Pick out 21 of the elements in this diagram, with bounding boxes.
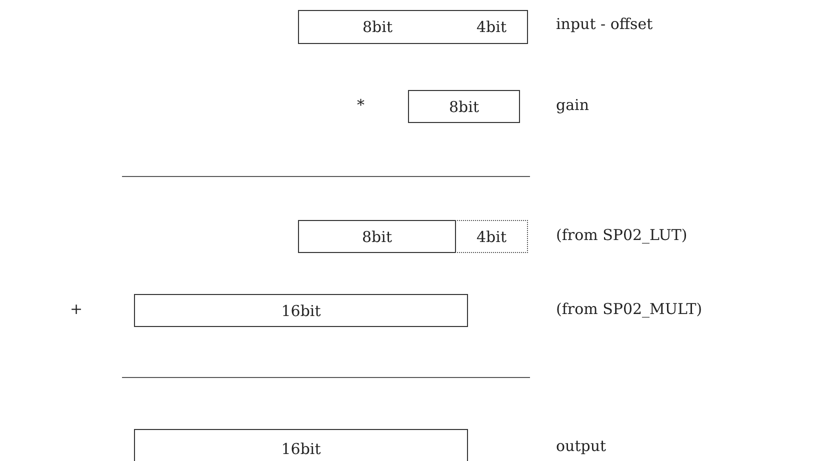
bit-field xyxy=(298,10,457,44)
bit-width-text: 4bit xyxy=(476,18,506,36)
row-note: output xyxy=(556,437,606,455)
bit-width-text: 8bit xyxy=(449,98,479,116)
bit-width-text: 8bit xyxy=(362,18,392,36)
bit-width-text: 4bit xyxy=(476,228,506,246)
bit-field xyxy=(134,294,468,327)
bit-field xyxy=(298,220,456,253)
bit-field xyxy=(456,10,528,44)
row-note: gain xyxy=(556,96,590,114)
row-note: input - offset xyxy=(556,15,653,33)
bit-field xyxy=(455,220,528,253)
row-note: (from SP02_MULT) xyxy=(556,300,702,318)
bit-field xyxy=(134,429,468,461)
bit-width-text: 16bit xyxy=(281,302,321,320)
bit-width-text: 8bit xyxy=(362,228,392,246)
operator-sign: + xyxy=(70,300,83,318)
bit-field xyxy=(408,90,520,123)
row-note: (from SP02_LUT) xyxy=(556,226,688,244)
bit-width-text: 16bit xyxy=(281,440,321,458)
operator-sign: * xyxy=(357,96,364,114)
